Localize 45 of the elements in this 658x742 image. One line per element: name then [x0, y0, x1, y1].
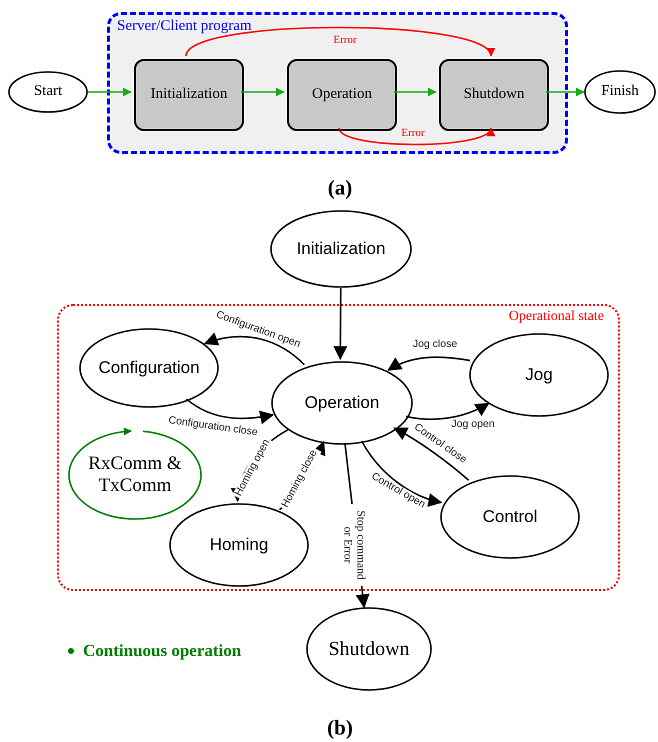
state-ellipse — [584, 70, 656, 114]
arrow — [186, 398, 274, 424]
state-ellipse — [270, 210, 412, 288]
edge-label: Stop command or Error — [341, 504, 367, 586]
node-label: Initialization — [296, 239, 386, 259]
arrow — [387, 356, 470, 371]
group-title: Server/Client program — [117, 19, 252, 34]
state-ellipse — [8, 71, 88, 113]
process-box — [134, 59, 244, 131]
state-ellipse — [440, 475, 580, 559]
panel-label: (a) — [328, 176, 352, 200]
state-ellipse — [306, 607, 432, 691]
arrow — [333, 288, 348, 360]
arrow — [546, 88, 585, 96]
arrow — [393, 427, 470, 481]
edge-label: Jog open — [449, 419, 497, 431]
group-frame — [107, 12, 568, 154]
arrow — [88, 88, 132, 96]
edge-label: Jog close — [410, 339, 460, 351]
node-label: Operation — [304, 393, 380, 413]
arrow — [204, 332, 305, 366]
legend-text: Continuous operation — [83, 641, 242, 661]
node-label: Configuration — [98, 358, 200, 378]
arrow — [241, 88, 285, 96]
node-label: Start — [34, 83, 62, 101]
state-ellipse — [79, 328, 219, 408]
node-label: Initialization — [150, 86, 228, 104]
node-label: Shutdown — [464, 86, 524, 104]
node-label: RxComm & TxComm — [87, 453, 183, 497]
node-label: Jog — [525, 365, 553, 385]
arrow — [360, 440, 442, 506]
node-label: Finish — [601, 83, 639, 101]
node-label: Operation — [312, 86, 372, 104]
node-label: Control — [482, 507, 538, 527]
process-box — [439, 59, 549, 131]
group-title: Operational state — [508, 310, 604, 324]
panel-label: (b) — [327, 716, 353, 740]
arrow — [394, 88, 437, 96]
node-label: Shutdown — [328, 638, 410, 660]
process-box — [287, 59, 397, 131]
node-label: Homing — [210, 535, 268, 555]
group-frame — [57, 304, 620, 591]
arrow — [406, 402, 490, 420]
state-ellipse — [469, 333, 609, 417]
state-ellipse — [271, 361, 413, 445]
